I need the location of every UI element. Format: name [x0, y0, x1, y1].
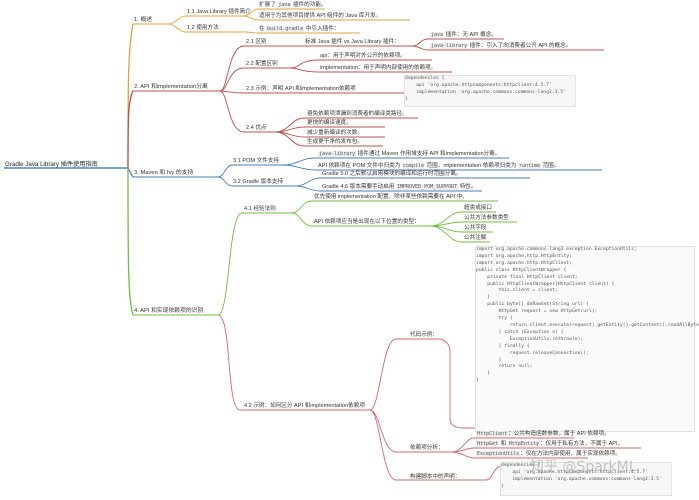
leaf-avoid-leak: 避免依赖项泄漏到消费者的编译类路径。	[307, 111, 408, 117]
code-block-build-script: dependencies { api 'org.apache.httpcompo…	[500, 462, 672, 496]
node-2-3[interactable]: 2.3 示例：声明 API 和implementation依赖项	[246, 86, 356, 92]
leaf-fewer-recompile: 减少重新编译的次数。	[307, 130, 363, 136]
leaf-httpclient-api: HttpClient：公共构造函数参数，属于 API 依赖项。	[476, 431, 610, 437]
leaf-apply-plugin: 在 build.gradle 中引入插件：	[259, 26, 340, 32]
node-2-4[interactable]: 2.4 优点	[246, 125, 267, 131]
leaf-gradle-4-6: Gradle 4.6 版本需要手动启用 IMPROVED_POM_SUPPORT…	[322, 184, 477, 190]
leaf-java-library-plugin: java-library 插件：引入了向消费者公开 API 的概念。	[430, 43, 572, 49]
node-2-1[interactable]: 2.1 区别	[246, 39, 267, 45]
leaf-pom-scope: java-library 插件通过 Maven 作用域支持 API 和imple…	[318, 151, 501, 157]
leaf-httpget-httpentity: HttpGet 和 HttpEntity：仅用于私有方法，不属于 API。	[476, 441, 624, 447]
code-block-java: import org.apache.commons.lang3.exceptio…	[475, 246, 699, 432]
watermark: 知乎 @SparkML	[530, 459, 637, 475]
leaf-java-plugin: java 插件：无 API 概念。	[430, 32, 497, 38]
section-overview[interactable]: 1. 概述	[134, 17, 153, 23]
code-example-label[interactable]: 代码示例：	[410, 332, 438, 338]
leaf-exceptionutils: ExceptionUtils：仅在方法内部使用，属于实现依赖项。	[476, 451, 621, 457]
dependency-analysis-label[interactable]: 依赖项分析：	[410, 445, 444, 451]
node-1-1[interactable]: 1.1 Java Library 插件简介	[187, 9, 251, 15]
leaf-pom-compile-runtime: API 依赖项在 POM 文件中归类为 compile 范围，implement…	[318, 163, 560, 169]
node-3-2[interactable]: 3.2 Gradle 版本支持	[233, 179, 284, 185]
leaf-public-method-params: 公共方法参数类型	[464, 215, 509, 221]
leaf-prefer-implementation: 优先使用 implementation 配置，除非某些依赖需要在 API 中。	[314, 194, 468, 200]
leaf-api-library: 适用于为其他项目提供 API 组件的 Java 库开发。	[259, 13, 382, 19]
leaf-public-fields: 公共字段	[464, 225, 487, 231]
leaf-public-annotations: 公共注解	[464, 235, 487, 241]
section-api-impl-separation[interactable]: 2. API 和implementation分离	[134, 84, 208, 90]
node-4-2[interactable]: 4.2 示例：如何区分 API 和implementation依赖项	[244, 403, 365, 409]
leaf-cleaner-publish: 生成更干净的发布包。	[307, 139, 363, 145]
leaf-gradle-5: Gradle 5.0 之后默认启用模块的编译和运行时范围分离。	[322, 171, 462, 177]
leaf-plugin-compare: 标准 Java 插件 vs Java Library 插件：	[305, 39, 400, 45]
node-1-2[interactable]: 1.2 使用方法	[187, 25, 219, 31]
node-2-2[interactable]: 2.2 配置区别	[246, 61, 278, 67]
node-4-1[interactable]: 4.1 经验法则	[244, 206, 276, 212]
leaf-faster-compile: 更快的编译速度。	[307, 120, 352, 126]
node-3-1[interactable]: 3.1 POM 文件支持	[233, 158, 280, 164]
leaf-api-config: api：用于声明对外公开的依赖项。	[320, 53, 406, 59]
section-identify-deps[interactable]: 4. API 和实现依赖项的识别	[134, 308, 204, 314]
code-block-dependencies: dependencies { api 'org.apache.httpcompo…	[404, 75, 576, 107]
root-topic[interactable]: Gradle Java Library 插件使用指南	[5, 161, 98, 168]
build-script-label[interactable]: 构建脚本中的声明：	[410, 474, 461, 480]
leaf-superclass: 超类或接口	[464, 205, 492, 211]
leaf-api-types: API 依赖项应当是出现在以下位置的类型：	[314, 219, 420, 225]
leaf-extends-java: 扩展了 java 插件的功能。	[259, 2, 327, 8]
leaf-impl-config: implementation：用于声明内部使用的依赖项。	[320, 65, 437, 71]
section-maven-ivy[interactable]: 3. Maven 和 Ivy 的支持	[134, 170, 194, 176]
